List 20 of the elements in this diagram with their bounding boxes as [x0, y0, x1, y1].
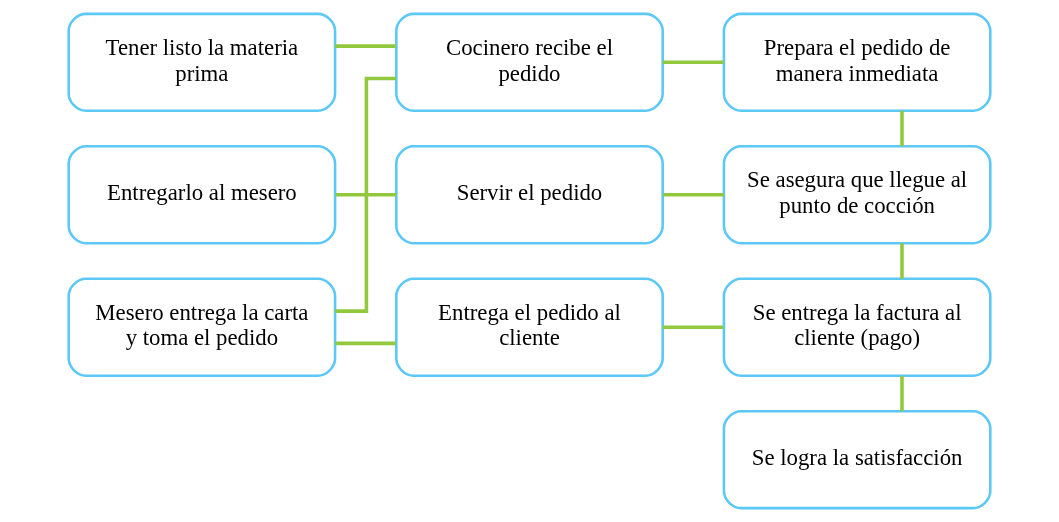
connector	[900, 243, 904, 279]
connector	[663, 193, 724, 197]
connector	[900, 110, 904, 147]
connector	[662, 60, 724, 65]
connector	[335, 193, 397, 197]
node-box: Entregarlo al mesero	[67, 145, 337, 245]
node-box: Se logra la satisfacción	[722, 410, 992, 510]
connector	[335, 44, 396, 48]
node-box: Prepara el pedido de manera inmediata	[722, 12, 992, 112]
node-box: Entrega el pedido al cliente	[395, 277, 664, 377]
connector	[662, 325, 724, 329]
node-box: Servir el pedido	[395, 145, 664, 245]
node-box: Mesero entrega la carta y toma el pedido	[67, 277, 337, 377]
connector	[335, 76, 396, 313]
connector	[335, 341, 396, 346]
node-box: Se asegura que llegue al punto de cocción	[722, 145, 992, 245]
node-box: Cocinero recibe el pedido	[395, 12, 664, 112]
node-box: Se entrega la factura al cliente (pago)	[722, 277, 992, 377]
node-box: Tener listo la materia prima	[67, 12, 337, 112]
connector	[900, 375, 904, 412]
